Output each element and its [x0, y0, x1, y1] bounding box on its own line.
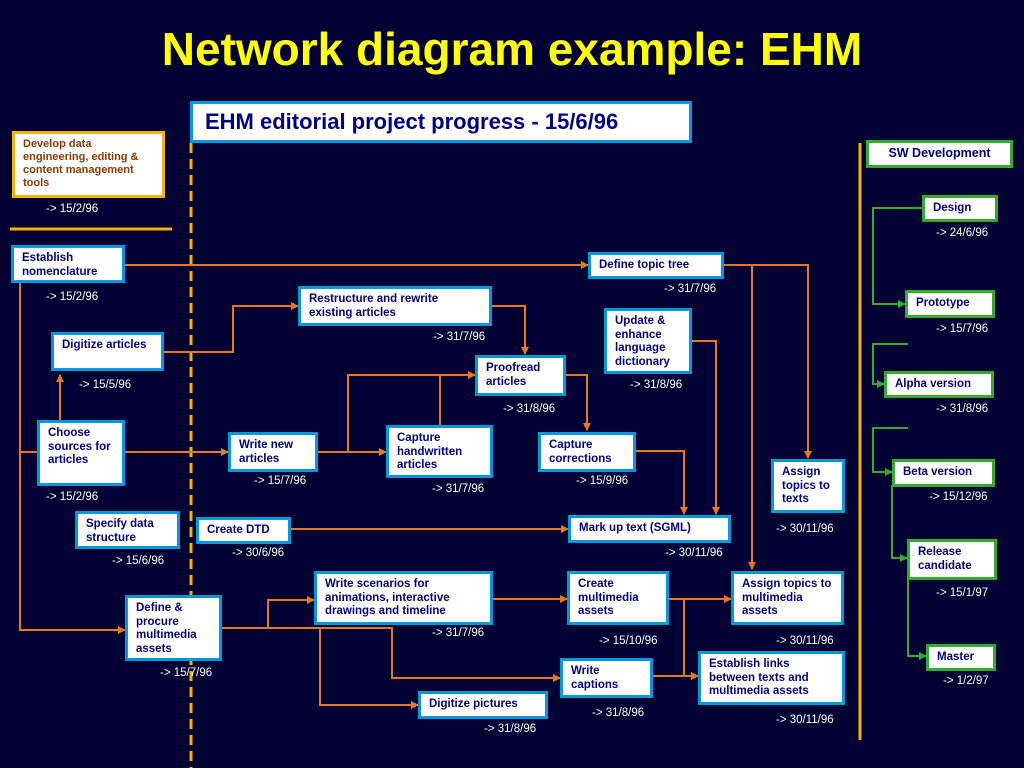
- node-sw-release: Release candidate: [907, 539, 997, 580]
- edge-release-master: [907, 580, 927, 660]
- edge-procure-pictures: [319, 628, 419, 709]
- node-update-dictionary: Update & enhance language dictionary: [604, 308, 692, 374]
- node-specify-structure: Specify data structure: [75, 511, 180, 549]
- date-sw-alpha: -> 31/8/96: [936, 403, 989, 415]
- date-capture-corrections: -> 15/9/96: [576, 475, 629, 487]
- node-sw-beta: Beta version: [892, 459, 995, 487]
- node-capture-corrections: Capture corrections: [538, 432, 636, 472]
- node-restructure: Restructure and rewrite existing article…: [298, 286, 492, 326]
- date-create-multimedia: -> 15/10/96: [599, 635, 658, 647]
- date-write-captions: -> 31/8/96: [592, 707, 645, 719]
- date-assign-topics-texts: -> 30/11/96: [776, 523, 834, 535]
- date-digitize-articles: -> 15/5/96: [79, 379, 132, 391]
- node-markup-text: Mark up text (SGML): [568, 515, 731, 543]
- node-sw-development: SW Development: [866, 140, 1013, 168]
- date-sw-beta: -> 15/12/96: [929, 491, 988, 503]
- page-title: Network diagram example: EHM: [161, 23, 863, 75]
- node-write-captions: Write captions: [560, 658, 653, 698]
- node-digitize-articles: Digitize articles: [51, 332, 164, 371]
- edge-beta-release: [891, 485, 908, 562]
- node-sw-prototype: Prototype: [905, 290, 995, 318]
- node-write-new: Write new articles: [228, 432, 318, 472]
- edge-establish-define-procure: [19, 283, 126, 634]
- date-capture-handwritten: -> 31/7/96: [432, 483, 485, 495]
- node-capture-handwritten: Capture handwritten articles: [386, 425, 493, 478]
- date-define-procure: -> 15/7/96: [160, 667, 213, 679]
- node-define-topic-tree: Define topic tree: [588, 252, 724, 279]
- node-create-multimedia: Create multimedia assets: [567, 571, 669, 625]
- edge-write-new-proofread: [347, 371, 476, 452]
- node-proofread: Proofread articles: [475, 355, 566, 396]
- date-choose-sources: -> 15/2/96: [46, 491, 99, 503]
- edge-procure-scenarios: [222, 596, 315, 629]
- date-sw-master: -> 1/2/97: [943, 675, 989, 687]
- edge-design-prototype: [872, 207, 922, 308]
- edge-alpha-beta: [872, 427, 908, 476]
- edge-capture-corr-markup: [636, 450, 688, 515]
- node-establish-nomenclature: Establish nomenclature: [11, 245, 125, 283]
- date-develop-tools: -> 15/2/96: [46, 203, 99, 215]
- date-create-dtd: -> 30/6/96: [232, 547, 285, 559]
- node-sw-alpha: Alpha version: [884, 371, 994, 398]
- edge-proofread-capture-corr: [566, 374, 591, 431]
- edge-digitize-restructure: [164, 302, 299, 353]
- date-sw-prototype: -> 15/7/96: [936, 323, 989, 335]
- edge-procure-captions: [222, 627, 561, 682]
- diagram-subtitle: EHM editorial project progress - 15/6/96: [190, 101, 692, 143]
- date-sw-design: -> 24/6/96: [936, 227, 989, 239]
- date-define-topic-tree: -> 31/7/96: [664, 283, 717, 295]
- node-sw-design: Design: [922, 195, 998, 222]
- date-restructure: -> 31/7/96: [433, 331, 486, 343]
- date-markup-text: -> 30/11/96: [665, 547, 723, 559]
- node-create-dtd: Create DTD: [196, 517, 291, 544]
- date-sw-release: -> 15/1/97: [936, 587, 989, 599]
- node-assign-topics-texts: Assign topics to texts: [771, 459, 845, 513]
- date-establish-links: -> 30/11/96: [776, 714, 834, 726]
- edge-restructure-proofread: [492, 305, 529, 355]
- date-specify-structure: -> 15/6/96: [112, 555, 165, 567]
- edge-prototype-alpha: [872, 343, 908, 388]
- node-develop-tools: Develop data engineering, editing & cont…: [12, 131, 165, 198]
- edge-topic-assign-texts: [724, 264, 812, 459]
- node-choose-sources: Choose sources for articles: [37, 420, 125, 486]
- date-assign-topics-multimedia: -> 30/11/96: [776, 635, 834, 647]
- node-write-scenarios: Write scenarios for animations, interact…: [314, 571, 493, 625]
- node-establish-links: Establish links between texts and multim…: [698, 651, 845, 705]
- edge-update-markup: [692, 340, 720, 515]
- date-proofread: -> 31/8/96: [503, 403, 556, 415]
- date-write-new: -> 15/7/96: [254, 475, 307, 487]
- edge-create-links: [683, 599, 699, 680]
- date-update-dictionary: -> 31/8/96: [630, 379, 683, 391]
- date-write-scenarios: -> 31/7/96: [432, 627, 485, 639]
- node-define-procure: Define & procure multimedia assets: [125, 595, 222, 661]
- date-digitize-pictures: -> 31/8/96: [484, 723, 537, 735]
- date-establish-nomenclature: -> 15/2/96: [46, 291, 99, 303]
- node-sw-master: Master: [926, 644, 996, 671]
- node-assign-topics-multimedia: Assign topics to multimedia assets: [731, 571, 844, 625]
- node-digitize-pictures: Digitize pictures: [418, 691, 548, 719]
